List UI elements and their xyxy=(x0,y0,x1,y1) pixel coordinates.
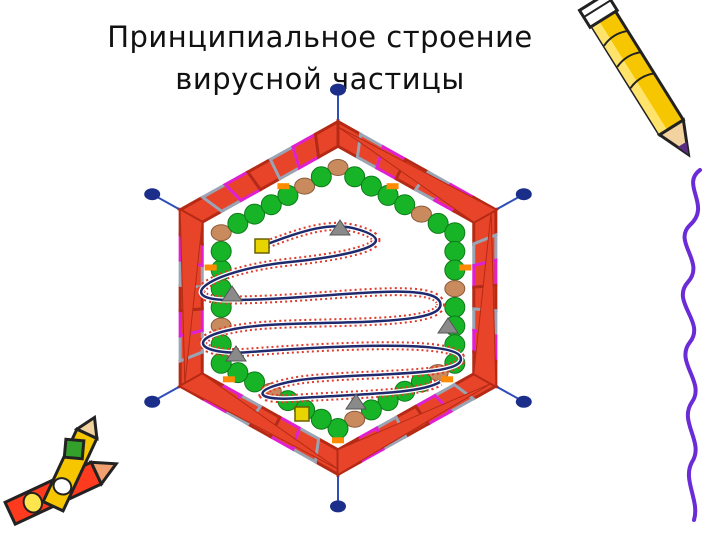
capsomere xyxy=(313,119,340,160)
vertex-cap xyxy=(179,373,339,470)
triangle-marker xyxy=(221,285,243,302)
spike-knob xyxy=(330,500,346,513)
triangle-marker xyxy=(345,393,367,410)
capsid-shell xyxy=(177,119,499,477)
enzyme-markers xyxy=(221,219,459,422)
surface-spikes xyxy=(144,83,532,513)
vertex-cap xyxy=(473,212,497,388)
vertex-cap xyxy=(179,208,203,384)
brown-protein xyxy=(294,177,316,195)
inner-proteins xyxy=(204,158,472,444)
triangle-marker xyxy=(225,345,247,362)
triangle-marker xyxy=(437,317,459,334)
brown-protein xyxy=(210,224,232,242)
slide-title: Принципиальное строение вирусной частицы xyxy=(40,16,600,100)
nucleic-acid xyxy=(196,221,466,404)
orange-protein xyxy=(386,183,399,190)
orange-protein xyxy=(204,264,217,271)
orange-protein xyxy=(277,183,290,190)
green-protein xyxy=(227,212,249,234)
orange-protein xyxy=(441,376,454,383)
spike-knob xyxy=(515,188,532,201)
green-protein xyxy=(210,240,232,262)
green-protein xyxy=(427,212,449,234)
vertex-cap xyxy=(337,383,492,476)
brown-protein xyxy=(327,158,349,176)
title-line-2: вирусной частицы xyxy=(175,62,465,96)
spike-knob xyxy=(330,83,346,96)
green-protein xyxy=(360,399,382,421)
green-protein xyxy=(310,408,332,430)
green-protein xyxy=(260,194,282,216)
brown-protein xyxy=(344,410,366,428)
orange-protein xyxy=(332,437,344,444)
square-marker xyxy=(254,238,270,254)
green-protein xyxy=(244,203,266,225)
title-line-1: Принципиальное строение xyxy=(107,20,533,54)
green-protein xyxy=(244,371,266,393)
green-protein xyxy=(394,194,416,216)
green-protein xyxy=(310,166,332,188)
square-marker xyxy=(294,406,310,422)
green-protein xyxy=(444,240,466,262)
green-protein xyxy=(344,166,366,188)
orange-protein xyxy=(222,376,235,383)
orange-protein xyxy=(459,264,472,271)
triangle-marker xyxy=(329,219,351,236)
brown-protein xyxy=(410,205,432,223)
spike-knob xyxy=(144,188,161,201)
spike-knob xyxy=(515,395,532,408)
green-protein xyxy=(360,175,382,197)
spike-knob xyxy=(144,395,161,408)
vertex-cap xyxy=(337,126,497,223)
green-protein xyxy=(444,222,466,244)
green-protein xyxy=(444,296,466,318)
nucleic-strand xyxy=(199,225,463,400)
brown-protein xyxy=(444,280,466,298)
